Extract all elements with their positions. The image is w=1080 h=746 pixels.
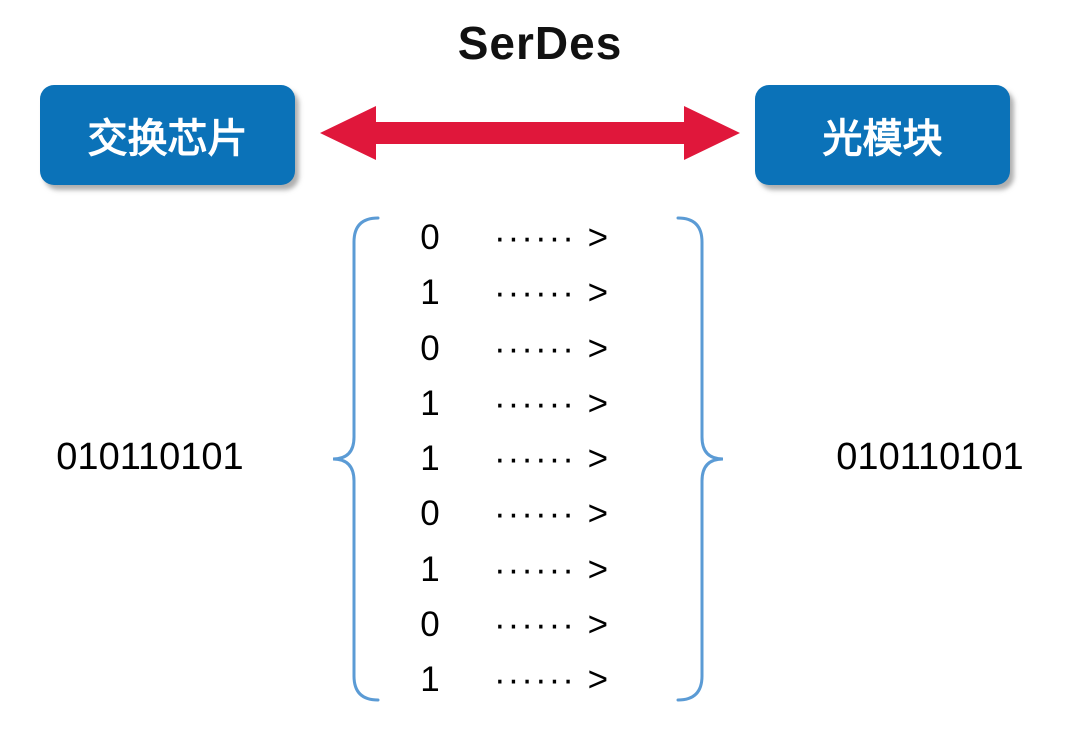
- switch-chip-box: 交换芯片: [40, 85, 295, 185]
- switch-chip-label: 交换芯片: [87, 117, 248, 161]
- dotted-arrow: ······ >: [494, 549, 611, 589]
- dotted-arrow: ······ >: [494, 273, 611, 313]
- bit-value: 0: [420, 494, 440, 534]
- dotted-arrow: ······ >: [494, 604, 611, 644]
- dotted-arrow: ······ >: [494, 439, 611, 478]
- output-bitstream: 010110101: [836, 436, 1024, 478]
- bit-row: 1 ······ >: [408, 384, 668, 424]
- bit-row: 1 ······ >: [408, 660, 668, 700]
- optical-module-label: 光模块: [822, 117, 943, 161]
- diagram-title: SerDes: [457, 17, 623, 69]
- bit-row: 0 ······ >: [408, 605, 668, 645]
- bit-value: 0: [420, 604, 440, 644]
- bit-value: 1: [420, 549, 440, 589]
- serial-bit-column: 0 ······ > 1 ······ > 0 ······ > 1 ·····…: [408, 218, 668, 700]
- dotted-arrow: ······ >: [494, 328, 611, 368]
- dotted-arrow: ······ >: [494, 660, 611, 699]
- bit-value: 0: [420, 218, 440, 257]
- bit-value: 1: [420, 660, 440, 699]
- bit-row: 0 ······ >: [408, 329, 668, 369]
- dotted-arrow: ······ >: [494, 218, 611, 257]
- optical-module-box: 光模块: [755, 85, 1010, 185]
- input-bitstream: 010110101: [56, 436, 244, 478]
- bit-row: 1 ······ >: [408, 550, 668, 590]
- bit-row: 0 ······ >: [408, 494, 668, 534]
- bit-row: 1 ······ >: [408, 273, 668, 313]
- dotted-arrow: ······ >: [494, 383, 611, 423]
- dotted-arrow: ······ >: [494, 494, 611, 534]
- double-headed-arrow-icon: [320, 106, 740, 160]
- bit-row: 0 ······ >: [408, 218, 668, 258]
- bit-value: 0: [420, 328, 440, 368]
- bit-value: 1: [420, 273, 440, 313]
- bit-value: 1: [420, 439, 440, 478]
- bit-row: 1 ······ >: [408, 439, 668, 479]
- bit-value: 1: [420, 383, 440, 423]
